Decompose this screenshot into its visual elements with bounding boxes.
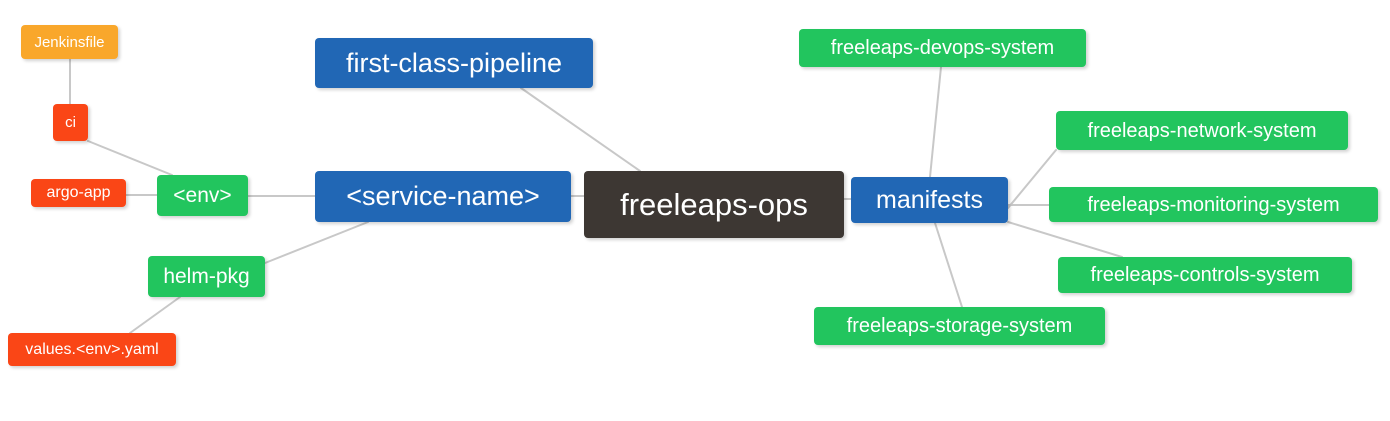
node-env[interactable]: <env> <box>157 175 248 216</box>
edge-first-class-pipeline-to-freeleaps-ops <box>520 87 641 172</box>
node-service-name[interactable]: <service-name> <box>315 171 571 222</box>
node-values-yaml[interactable]: values.<env>.yaml <box>8 333 176 366</box>
edge-helm-pkg-to-values-yaml <box>129 296 181 334</box>
node-ci[interactable]: ci <box>53 104 88 141</box>
node-freeleaps-monitoring-system[interactable]: freeleaps-monitoring-system <box>1049 187 1378 222</box>
node-first-class-pipeline[interactable]: first-class-pipeline <box>315 38 593 88</box>
node-freeleaps-network-system[interactable]: freeleaps-network-system <box>1056 111 1348 150</box>
edge-ci-to-env <box>87 140 173 176</box>
node-helm-pkg[interactable]: helm-pkg <box>148 256 265 297</box>
edge-manifests-to-freeleaps-storage-system <box>934 222 963 308</box>
edge-freeleaps-devops-system-to-manifests <box>929 66 942 178</box>
node-freeleaps-devops-system[interactable]: freeleaps-devops-system <box>799 29 1086 67</box>
node-freeleaps-storage-system[interactable]: freeleaps-storage-system <box>814 307 1105 345</box>
edge-manifests-to-freeleaps-controls-system <box>1007 221 1123 258</box>
node-freeleaps-ops[interactable]: freeleaps-ops <box>584 171 844 238</box>
node-freeleaps-controls-system[interactable]: freeleaps-controls-system <box>1058 257 1352 293</box>
edge-service-name-to-helm-pkg <box>264 221 369 264</box>
node-argo-app[interactable]: argo-app <box>31 179 126 207</box>
node-jenkinsfile[interactable]: Jenkinsfile <box>21 25 118 59</box>
node-manifests[interactable]: manifests <box>851 177 1008 223</box>
